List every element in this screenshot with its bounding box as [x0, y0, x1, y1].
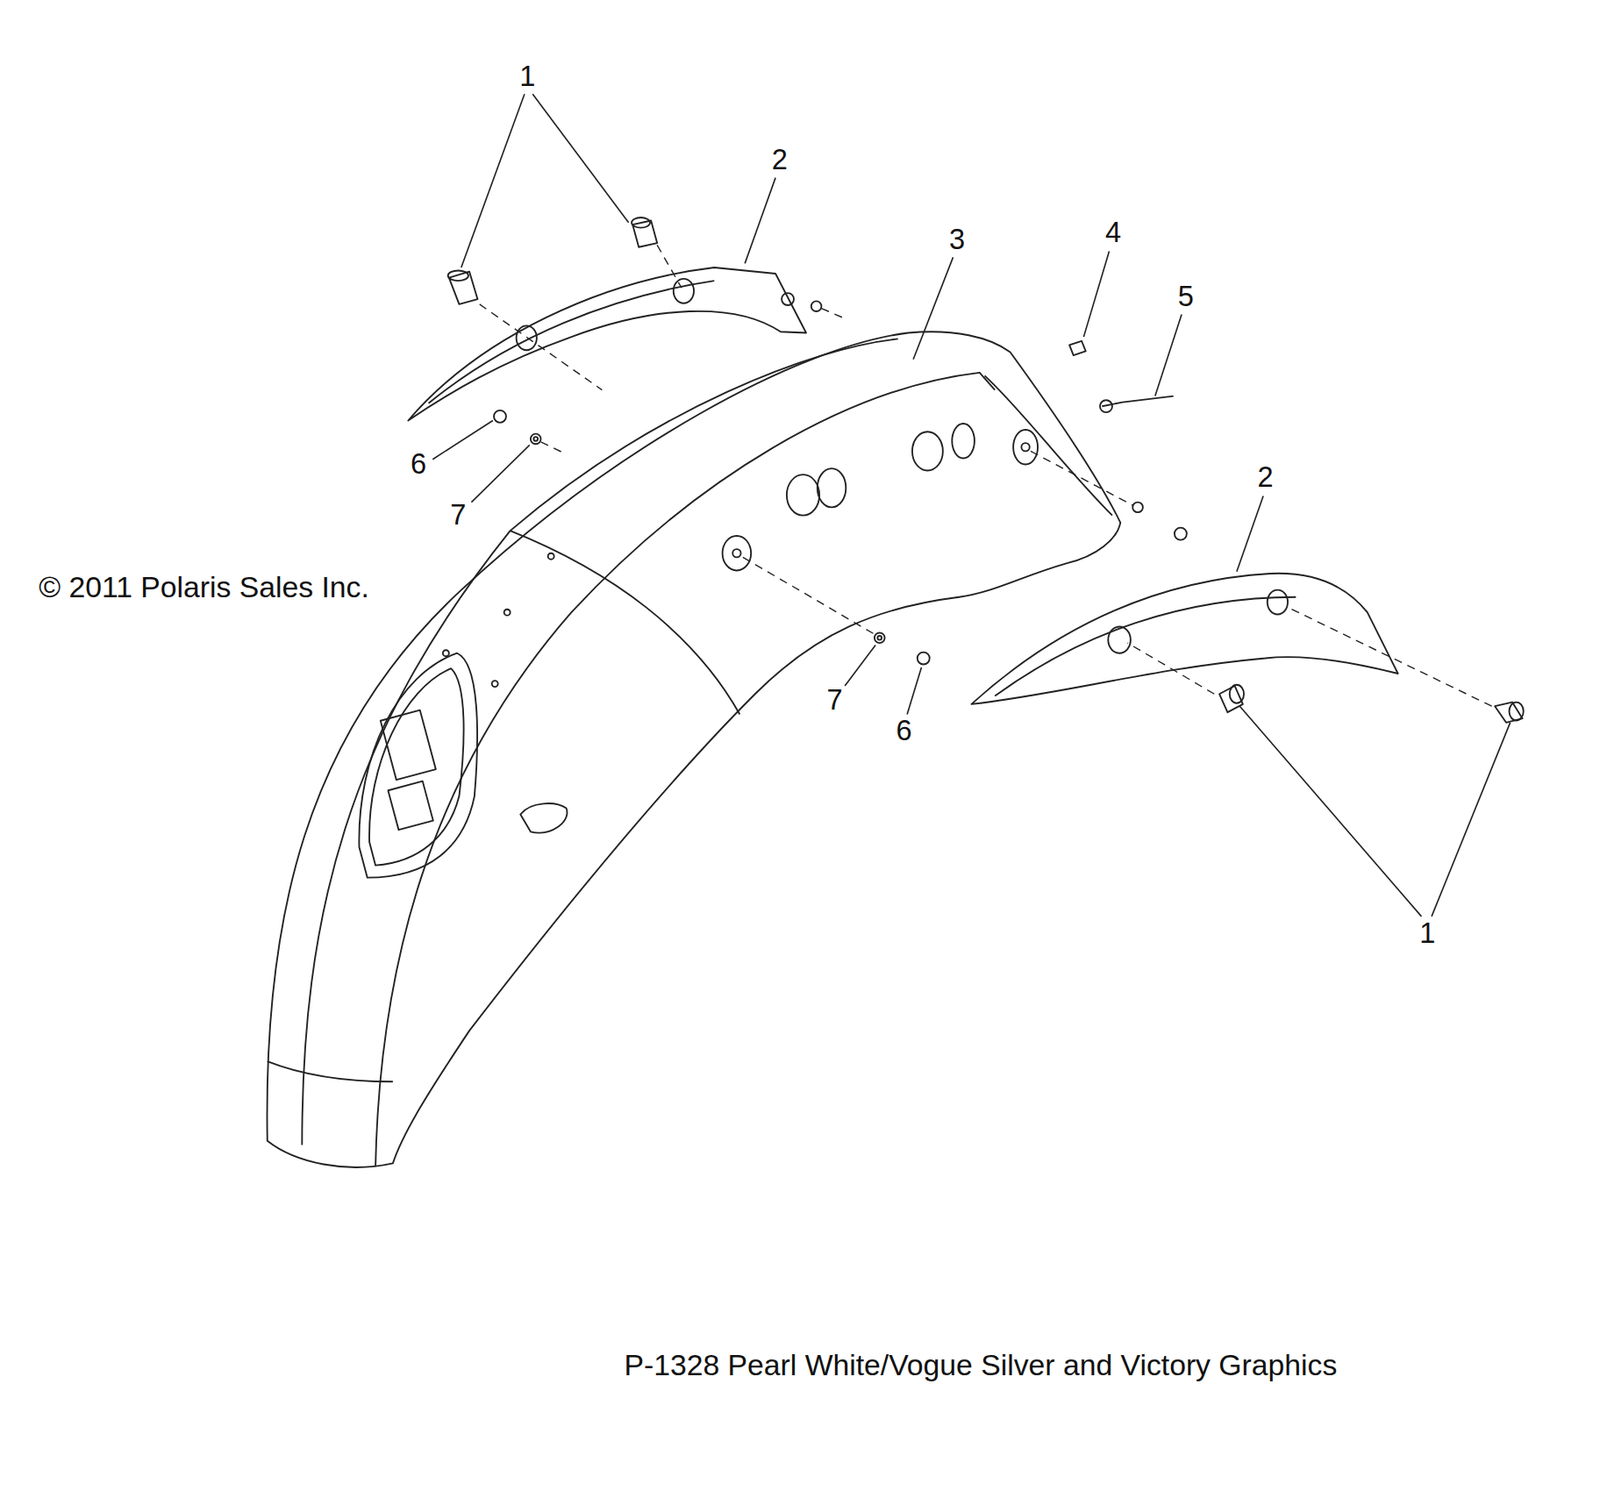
callout-number: 1 — [519, 62, 536, 92]
copyright-note: © 2011 Polaris Sales Inc. — [38, 572, 370, 603]
callout-number: 1 — [1419, 919, 1436, 949]
callout-number: 6 — [410, 450, 427, 479]
callout-number: 2 — [1257, 463, 1273, 493]
callout-number: 4 — [1105, 218, 1122, 248]
callout-number: 7 — [450, 500, 466, 530]
callout-number: 6 — [896, 716, 913, 746]
callout-number: 7 — [826, 685, 843, 715]
callout-number: 5 — [1178, 282, 1194, 312]
callout-number: 3 — [949, 225, 965, 255]
callout-number: 2 — [771, 145, 788, 175]
figure-caption: P-1328 Pearl White/Vogue Silver and Vict… — [623, 1350, 1337, 1381]
